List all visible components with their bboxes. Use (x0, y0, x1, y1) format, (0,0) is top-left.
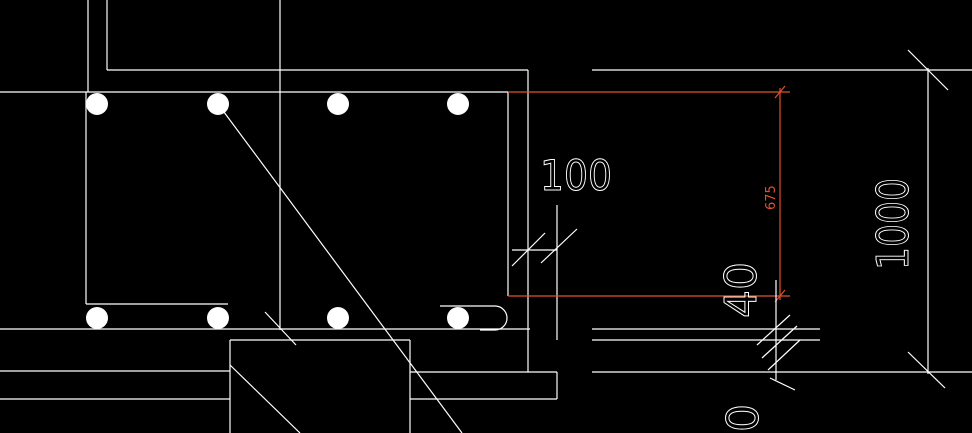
dimension-label-partial: 0 (718, 404, 769, 432)
rebar-dot (86, 93, 108, 115)
rebar-dot (327, 93, 349, 115)
rebar-dot (86, 307, 108, 329)
rebar-group (86, 93, 469, 329)
dimension-100-marks (511, 205, 578, 340)
rebar-dot (327, 307, 349, 329)
dimension-1000-marks (907, 49, 949, 389)
rebar-dot (207, 307, 229, 329)
lower-column (229, 339, 411, 433)
dimension-40-marks (756, 280, 801, 391)
upper-wall (87, 0, 528, 330)
rebar-dot (447, 307, 469, 329)
dimension-label-40: 40 (716, 262, 767, 318)
slab-lines (0, 91, 557, 400)
dimension-label-1000: 1000 (868, 178, 919, 270)
diagonal-lines (217, 103, 463, 433)
stirrup (85, 70, 558, 399)
dimension-label-100: 100 (540, 151, 612, 200)
right-lines (592, 69, 972, 373)
dimension-675 (508, 85, 790, 303)
dimension-label-675: 675 (764, 185, 779, 210)
rebar-dot (207, 93, 229, 115)
rebar-dot (447, 93, 469, 115)
